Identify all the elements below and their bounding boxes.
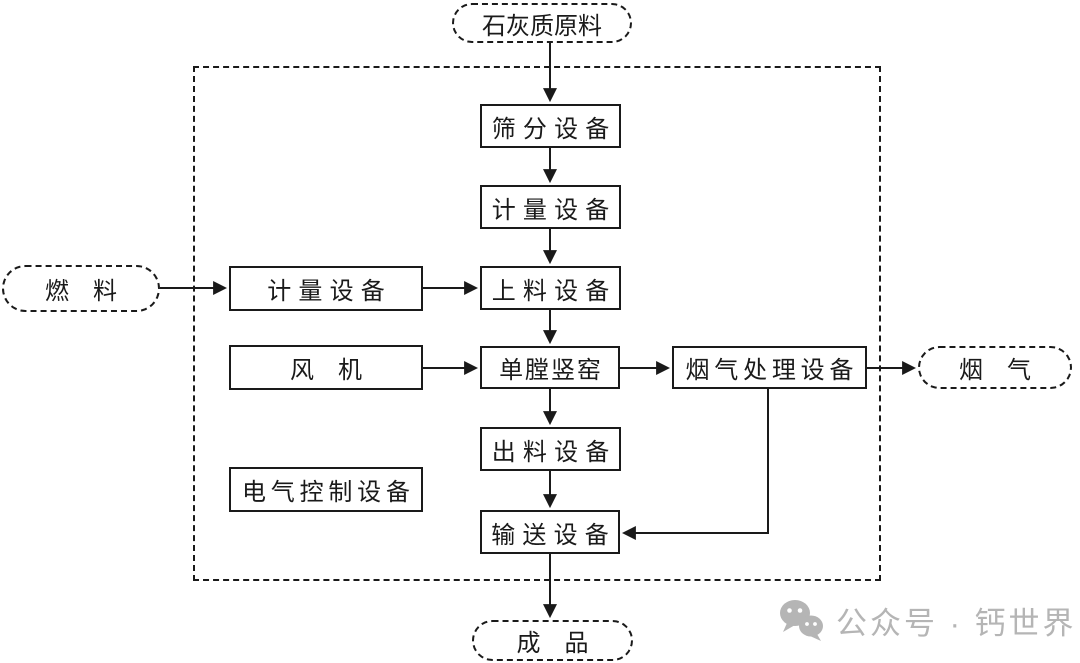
node-label: 计量设备 — [491, 197, 617, 224]
system-boundary — [193, 66, 881, 581]
node-electrical-control-equipment: 电气控制设备 — [229, 467, 423, 512]
node-metering-equipment-fuel: 计量设备 — [229, 266, 423, 311]
node-flue-gas-treatment-equipment: 烟气处理设备 — [672, 346, 867, 389]
node-label: 筛分设备 — [491, 116, 617, 143]
node-label: 出料设备 — [491, 439, 617, 466]
terminal-flue-gas: 烟 气 — [918, 346, 1072, 389]
node-label: 输送设备 — [491, 522, 616, 549]
watermark-text: 公众号 · 钙世界 — [836, 605, 1077, 641]
node-fan: 风 机 — [229, 345, 423, 390]
node-label: 风 机 — [290, 358, 362, 384]
terminal-limestone-raw-material: 石灰质原料 — [452, 3, 632, 43]
node-metering-equipment-center: 计量设备 — [480, 185, 621, 229]
terminal-label: 石灰质原料 — [482, 13, 602, 40]
node-label: 计量设备 — [267, 279, 392, 305]
node-conveying-equipment: 输送设备 — [480, 510, 620, 554]
node-label: 上料设备 — [491, 278, 617, 305]
terminal-label: 成 品 — [516, 631, 589, 657]
wechat-icon — [780, 600, 823, 641]
node-feeding-equipment: 上料设备 — [480, 266, 621, 310]
node-label: 烟气处理设备 — [685, 358, 859, 384]
node-screening-equipment: 筛分设备 — [480, 104, 621, 148]
terminal-label: 烟 气 — [959, 358, 1031, 384]
node-label: 单膛竖窑 — [499, 358, 603, 384]
node-single-chamber-shaft-kiln: 单膛竖窑 — [480, 346, 620, 389]
terminal-fuel: 燃 料 — [2, 265, 160, 312]
node-discharging-equipment: 出料设备 — [480, 427, 621, 471]
node-label: 电气控制设备 — [241, 480, 415, 506]
terminal-finished-product: 成 品 — [472, 620, 633, 661]
watermark: 公众号 · 钙世界 — [778, 597, 1077, 643]
terminal-label: 燃 料 — [45, 279, 117, 305]
